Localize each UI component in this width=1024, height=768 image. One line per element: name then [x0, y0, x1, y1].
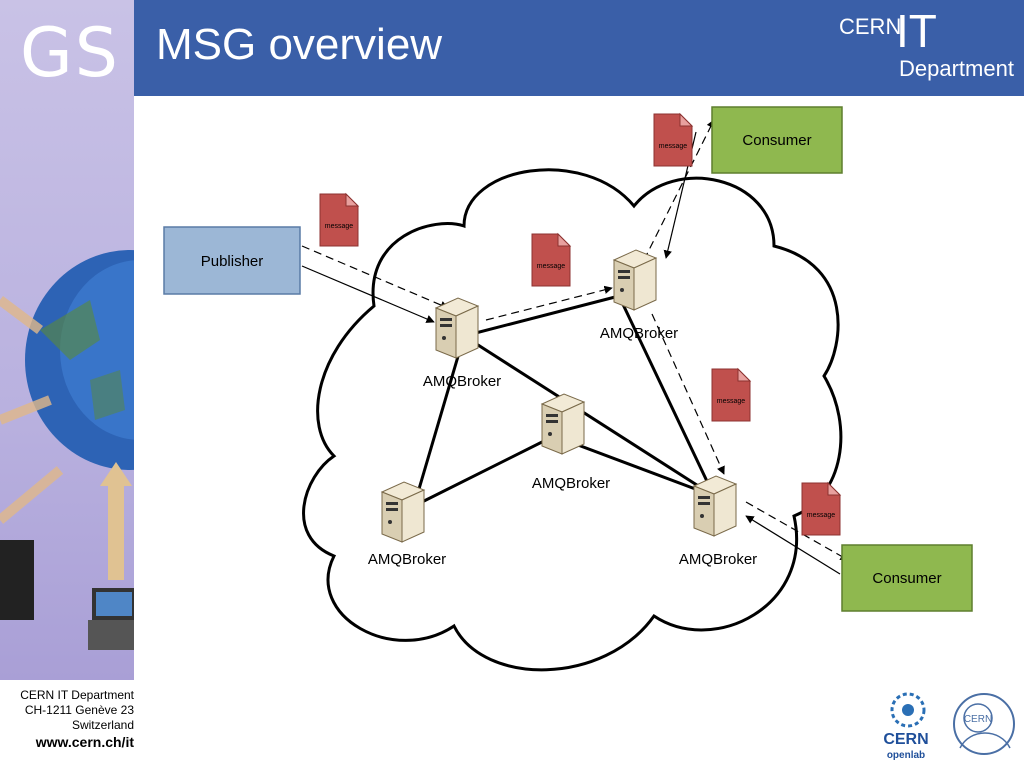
broker-label: AMQBroker [368, 551, 446, 568]
message-3: message [653, 113, 693, 167]
broker-label: AMQBroker [423, 373, 501, 390]
server-icon [693, 475, 737, 537]
msg-diagram: Publisher Consumer Consumer AMQBroker AM… [163, 106, 973, 672]
brand-it: IT [896, 5, 937, 57]
broker-label: AMQBroker [532, 475, 610, 492]
cern-seal-logo: CERN [953, 693, 1015, 755]
server-icon [613, 249, 657, 311]
cern-it-logo: CERN IT Department [814, 0, 1024, 96]
broker-2: AMQBroker [600, 249, 678, 342]
server-icon [381, 481, 425, 543]
svg-text:message: message [659, 143, 688, 150]
svg-text:message: message [717, 398, 746, 405]
footer-line1: CERN IT Department [20, 688, 134, 702]
consumer-bottom-node: Consumer [841, 544, 973, 612]
broker-4: AMQBroker [368, 481, 446, 568]
brand-cern: CERN [839, 14, 902, 39]
svg-text:message: message [325, 223, 354, 230]
globe-illustration [0, 250, 134, 650]
openlab-cern-text: CERN [883, 731, 928, 748]
broker-3: AMQBroker [532, 393, 610, 492]
message-1: message [319, 193, 359, 247]
footer-line3: Switzerland [71, 718, 134, 732]
sidebar-banner: GS [0, 0, 134, 680]
header-bar: MSG overview CERN IT Department [134, 0, 1024, 96]
message-5: message [801, 482, 841, 536]
gs-logo: GS [20, 14, 120, 93]
cern-openlab-logo: CERN openlab [883, 692, 929, 761]
brand-department: Department [899, 56, 1014, 81]
svg-text:message: message [807, 512, 836, 519]
broker-1: AMQBroker [423, 297, 501, 390]
publisher-label: Publisher [201, 253, 264, 270]
message-4: message [711, 368, 751, 422]
consumer-top-node: Consumer [711, 106, 843, 174]
server-icon [435, 297, 479, 359]
footer-url[interactable]: www.cern.ch/it [35, 734, 134, 750]
footer-address: CERN IT Department CH-1211 Genève 23 Swi… [0, 688, 134, 750]
broker-label: AMQBroker [600, 325, 678, 342]
message-2: message [531, 233, 571, 287]
svg-text:message: message [537, 263, 566, 270]
broker-5: AMQBroker [679, 475, 757, 568]
server-icon [541, 393, 585, 455]
consumer-top-label: Consumer [742, 132, 811, 149]
consumer-bottom-label: Consumer [872, 570, 941, 587]
openlab-text: openlab [887, 750, 925, 761]
broker-label: AMQBroker [679, 551, 757, 568]
footer-line2: CH-1211 Genève 23 [24, 703, 134, 717]
footer-logos: CERN openlab CERN [883, 692, 1015, 761]
seal-text: CERN [964, 714, 992, 725]
publisher-node: Publisher [163, 226, 301, 295]
page-title: MSG overview [156, 20, 443, 69]
